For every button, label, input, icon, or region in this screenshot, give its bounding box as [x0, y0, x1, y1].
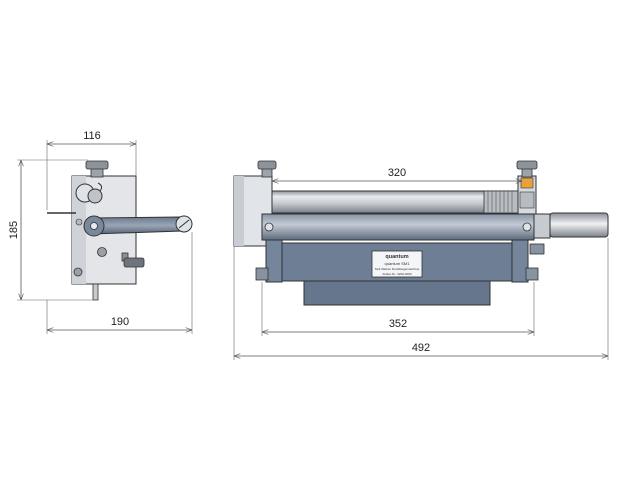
crank-arm — [91, 216, 183, 235]
nameplate-line1: Sick Walzen Rundbiegemaschine — [375, 267, 420, 271]
side-screw-3 — [75, 218, 83, 226]
nameplate-brand: quantum — [385, 254, 408, 260]
dim-352-label: 352 — [389, 318, 407, 330]
side-screw-1 — [73, 267, 83, 277]
left-end-block-shade — [234, 176, 244, 246]
top-knob — [85, 160, 109, 170]
handle-collar — [533, 213, 551, 239]
front-roller-end — [87, 188, 103, 204]
dim-492-label: 492 — [412, 342, 430, 354]
dim-320-label: 320 — [388, 167, 406, 179]
right-post-foot — [525, 267, 539, 281]
right-post — [511, 239, 529, 283]
crank-hub-center — [90, 222, 98, 230]
right-bracket-inner — [519, 191, 535, 209]
front-view: quantum quantum SM1 Sick Walzen Rundbieg… — [233, 160, 609, 360]
left-knob — [257, 160, 277, 170]
roller-hook — [97, 182, 103, 192]
frame-bolt-left — [264, 222, 274, 232]
left-post-foot — [255, 267, 269, 281]
dim-190-label: 190 — [111, 316, 129, 328]
side-screw-2 — [97, 247, 107, 257]
dim-116-label: 116 — [83, 130, 101, 142]
side-plate-shade — [72, 176, 86, 284]
top-frame-bar — [261, 213, 535, 241]
handle-grip — [549, 212, 609, 238]
right-knob — [516, 160, 538, 170]
side-view: 116 185 190 — [8, 130, 193, 334]
roller-knurl — [483, 190, 519, 214]
frame-bolt-right — [522, 222, 532, 232]
nameplate: quantum quantum SM1 Sick Walzen Rundbieg… — [371, 250, 423, 278]
nameplate-line2: Artikel-Nr.: 3200-0000 — [382, 272, 412, 276]
base-block — [303, 280, 491, 306]
bottom-pin — [92, 283, 99, 301]
right-post-lug — [529, 243, 545, 255]
right-knob-marker — [520, 177, 534, 189]
lock-knob — [123, 257, 145, 268]
crank-handle-slot — [178, 219, 190, 229]
dim-185-label: 185 — [8, 221, 20, 239]
nameplate-model: quantum SM1 — [385, 261, 411, 266]
